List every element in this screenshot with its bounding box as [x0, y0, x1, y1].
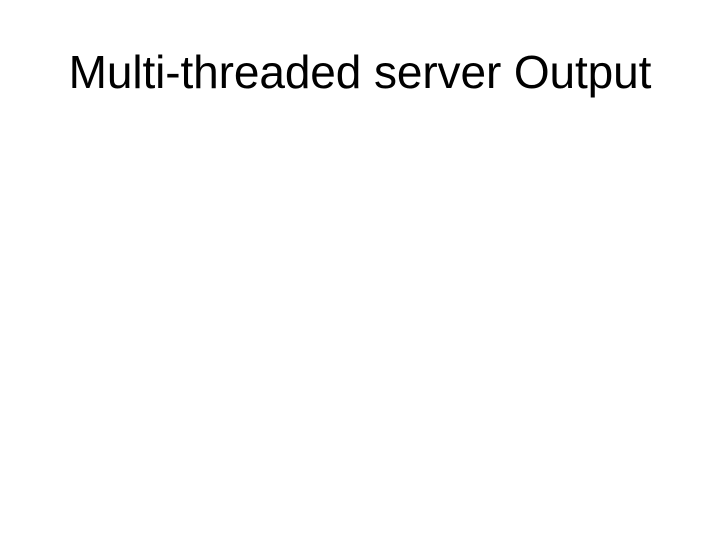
- slide-body-placeholder: [36, 126, 684, 504]
- page-title: Multi-threaded server Output: [68, 45, 652, 98]
- slide-title-placeholder: Multi-threaded server Output: [36, 36, 684, 108]
